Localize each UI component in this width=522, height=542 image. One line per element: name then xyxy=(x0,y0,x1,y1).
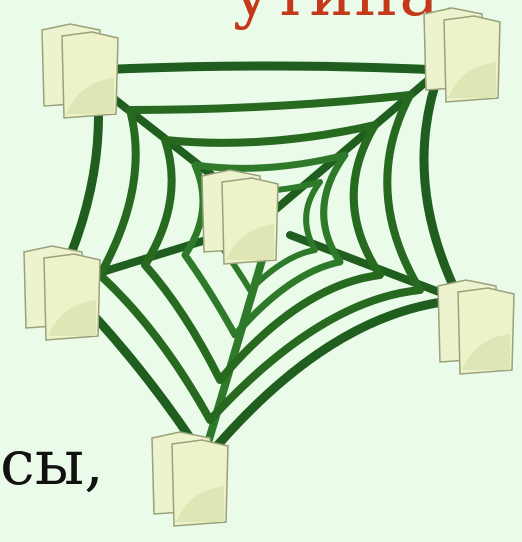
documents-icon xyxy=(152,432,228,526)
documents-icon xyxy=(202,170,278,264)
spider-web xyxy=(60,66,460,470)
documents-icon xyxy=(424,8,500,102)
documents-icon xyxy=(42,24,118,118)
documents-icon xyxy=(438,280,514,374)
documents-icon xyxy=(24,246,100,340)
